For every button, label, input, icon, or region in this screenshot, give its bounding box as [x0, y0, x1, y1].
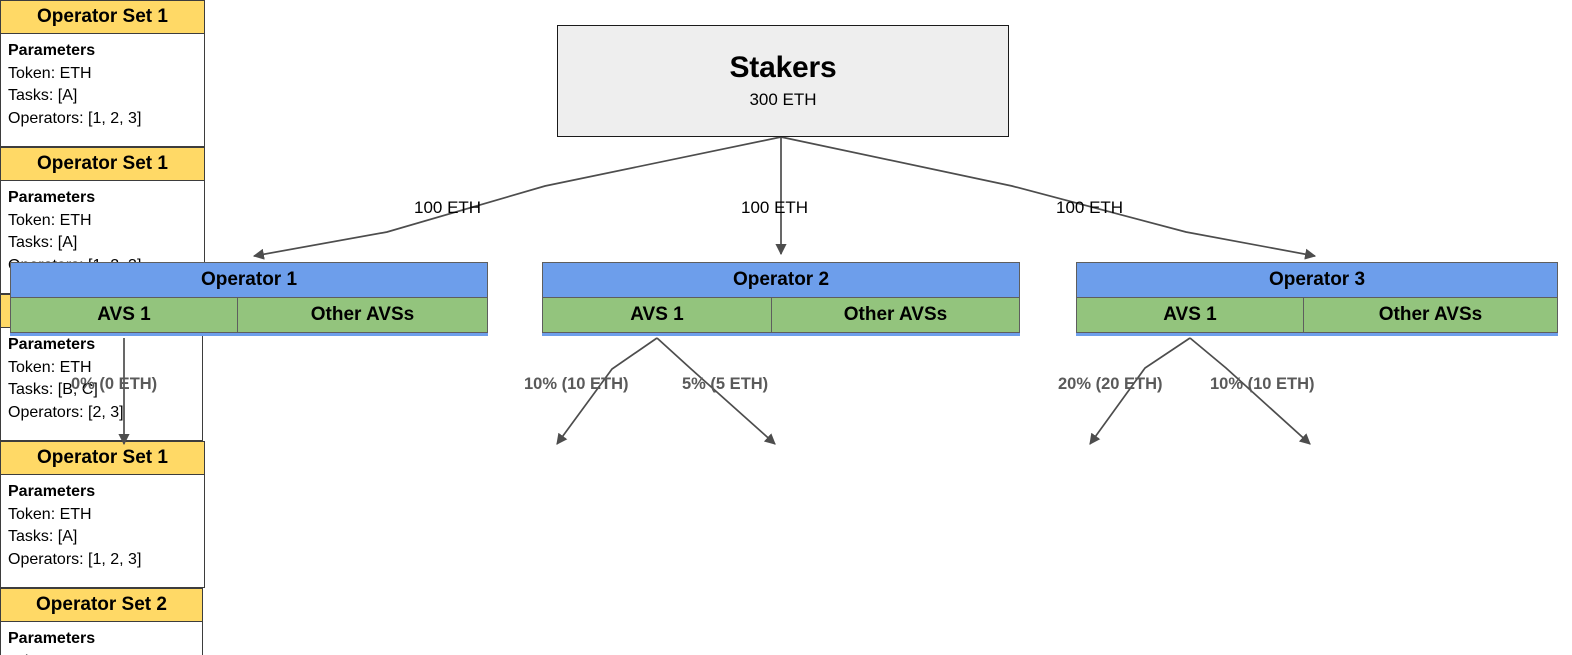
- delegation-label-1: 100 ETH: [414, 198, 482, 217]
- operator-set-1-body: Parameters Token: ETH Tasks: [A] Operato…: [1, 34, 204, 138]
- operator-set-1-params-heading: Parameters: [8, 42, 96, 59]
- operator-set-node-5[interactable]: Operator Set 2 Parameters Token: ETH Tas…: [0, 588, 203, 655]
- operator-set-5-header: Operator Set 2: [1, 589, 202, 622]
- operator-set-2-tasks: Tasks: [A]: [8, 234, 78, 252]
- delegation-label-3: 100 ETH: [1056, 198, 1124, 217]
- operator-set-3-token: Token: ETH: [8, 358, 92, 376]
- operator-set-node-4[interactable]: Operator Set 1 Parameters Token: ETH Tas…: [0, 441, 205, 588]
- stakers-title: Stakers: [729, 50, 837, 84]
- operator-node-3[interactable]: Operator 3 AVS 1 Other AVSs: [1076, 262, 1558, 336]
- allocation-label-op2-set1: 10% (10 ETH): [524, 375, 629, 393]
- allocation-label-op1-set1: 0% (0 ETH): [71, 375, 158, 393]
- operator-set-5-params-heading: Parameters: [8, 630, 96, 647]
- operator-set-2-params-heading: Parameters: [8, 189, 96, 206]
- operator-set-1-header: Operator Set 1: [1, 1, 204, 34]
- edge-stakers-operator1: [252, 136, 782, 260]
- operator-set-1-tasks: Tasks: [A]: [8, 87, 78, 105]
- operator-set-4-operators: Operators: [1, 2, 3]: [8, 551, 142, 569]
- operator-1-avs-row: AVS 1 Other AVSs: [10, 298, 488, 333]
- stakers-amount: 300 ETH: [749, 90, 817, 110]
- operator-set-3-operators: Operators: [2, 3]: [8, 404, 124, 422]
- operator-node-2[interactable]: Operator 2 AVS 1 Other AVSs: [542, 262, 1020, 336]
- edge-stakers-operator3: [780, 136, 1317, 260]
- operator-1-avs-primary[interactable]: AVS 1: [10, 298, 238, 333]
- operator-set-3-body: Parameters Token: ETH Tasks: [B, C] Oper…: [1, 328, 202, 432]
- operator-set-4-header: Operator Set 1: [1, 442, 204, 475]
- operator-set-2-header: Operator Set 1: [1, 148, 204, 181]
- operator-3-avs-row: AVS 1 Other AVSs: [1076, 298, 1558, 333]
- operator-set-5-token: Token: ETH: [8, 651, 195, 655]
- operator-set-1-operators: Operators: [1, 2, 3]: [8, 110, 142, 128]
- operator-3-avs-other[interactable]: Other AVSs: [1304, 298, 1558, 333]
- operator-1-avs-other[interactable]: Other AVSs: [238, 298, 488, 333]
- operator-3-avs-primary[interactable]: AVS 1: [1076, 298, 1304, 333]
- operator-set-node-1[interactable]: Operator Set 1 Parameters Token: ETH Tas…: [0, 0, 205, 147]
- allocation-label-op3-set1: 20% (20 ETH): [1058, 375, 1163, 393]
- allocation-label-op2-set2: 5% (5 ETH): [682, 375, 769, 393]
- operator-2-avs-row: AVS 1 Other AVSs: [542, 298, 1020, 333]
- operator-set-3-params-heading: Parameters: [8, 336, 96, 353]
- operator-set-5-body: Parameters Token: ETH Tasks: [B, C] Oper…: [1, 622, 202, 655]
- operator-set-1-token: Token: ETH: [8, 64, 92, 82]
- operator-set-4-token: Token: ETH: [8, 505, 92, 523]
- allocation-label-op3-set2: 10% (10 ETH): [1210, 375, 1315, 393]
- stakers-node[interactable]: Stakers 300 ETH: [557, 25, 1009, 137]
- delegation-label-2: 100 ETH: [741, 198, 809, 217]
- operator-set-4-body: Parameters Token: ETH Tasks: [A] Operato…: [1, 475, 204, 579]
- operator-3-title: Operator 3: [1076, 262, 1558, 298]
- operator-2-avs-other[interactable]: Other AVSs: [772, 298, 1020, 333]
- operator-set-4-params-heading: Parameters: [8, 483, 96, 500]
- operator-1-title: Operator 1: [10, 262, 488, 298]
- operator-2-title: Operator 2: [542, 262, 1020, 298]
- operator-node-1[interactable]: Operator 1 AVS 1 Other AVSs: [10, 262, 488, 336]
- operator-set-2-token: Token: ETH: [8, 211, 92, 229]
- operator-set-4-tasks: Tasks: [A]: [8, 528, 78, 546]
- operator-2-avs-primary[interactable]: AVS 1: [542, 298, 772, 333]
- operator-set-3-tasks: Tasks: [B, C]: [8, 381, 98, 399]
